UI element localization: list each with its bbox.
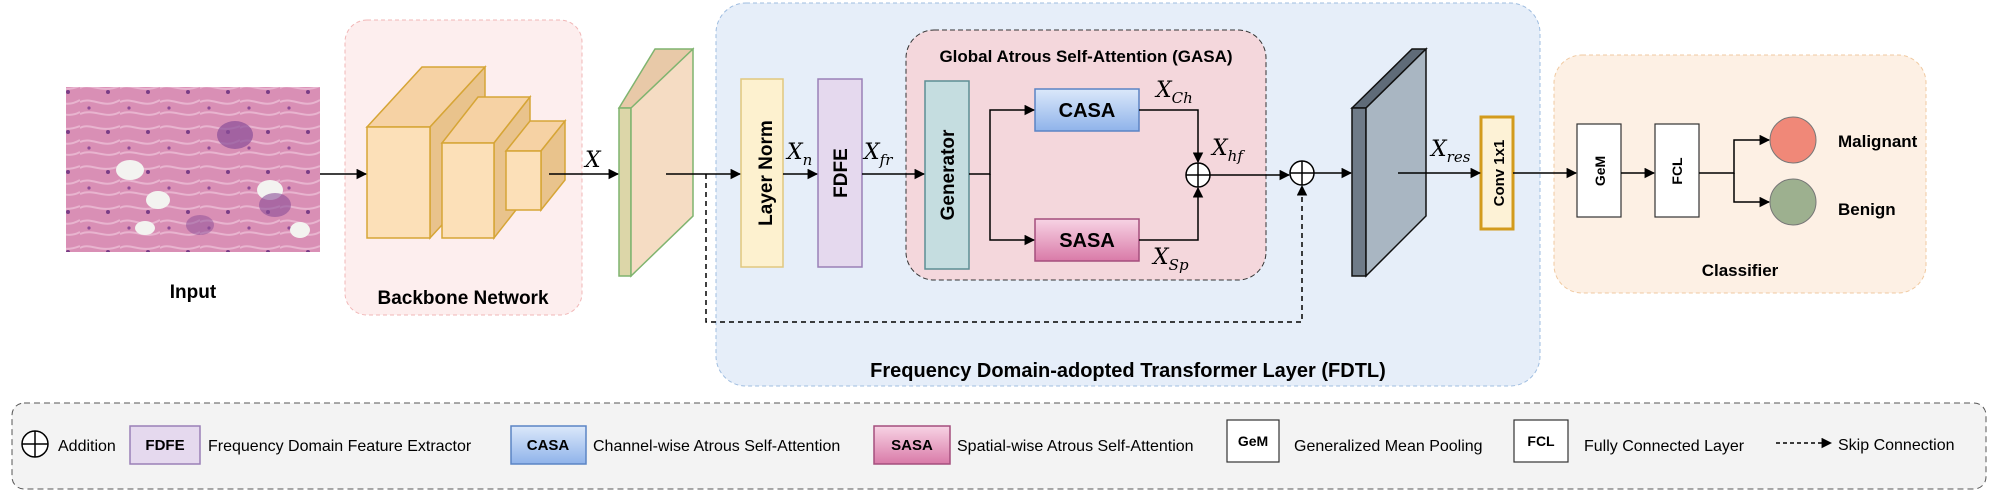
legend-fdfe-swatch [129,425,201,465]
generator-block [924,80,970,270]
classifier-region [1553,54,1927,294]
svg-text:Xn: Xn [785,140,812,169]
legend-box [11,402,1987,490]
legend-gem-swatch [1226,419,1280,463]
legend-casa-tag: CASA [527,437,570,454]
legend-addition: Addition [58,438,116,455]
x-sp-label: XSp [1151,245,1189,274]
legend-gem-tag: GeM [1238,433,1268,449]
x-label: X [583,148,602,173]
fdfe-block [817,78,863,268]
benign-label: Benign [1838,200,1896,219]
svg-text:Xres: Xres [1429,137,1471,166]
legend-sasa-swatch [873,425,951,465]
x-res-label: Xres [1429,137,1471,166]
gem-block [1576,123,1622,218]
classifier-label: Classifier [1702,261,1779,280]
x-hf-label: Xhf [1210,136,1245,165]
x-fr-label: Xfr [862,140,893,169]
gem-label: GeM [1592,156,1608,186]
legend-fdfe-tag: FDFE [145,437,184,454]
legend-gem-desc: Generalized Mean Pooling [1294,438,1483,455]
svg-text:XCh: XCh [1154,78,1193,107]
fcl-label: FCL [1669,157,1685,185]
flow-arrows [320,104,1771,246]
input-label: Input [170,282,217,303]
fdtl-output-block [1350,47,1428,278]
gasa-addition-node [1185,162,1211,188]
layer-norm-block [740,78,784,268]
fdfe-label: FDFE [831,148,852,198]
svg-text:Xfr: Xfr [862,140,893,169]
legend-fcl-desc: Fully Connected Layer [1584,438,1745,455]
legend-skip: Skip Connection [1838,437,1955,454]
malignant-node [1769,116,1817,164]
gasa-title: Global Atrous Self-Attention (GASA) [939,47,1232,66]
x-n-label: Xn [785,140,812,169]
legend-casa-desc: Channel-wise Atrous Self-Attention [593,438,840,455]
legend-sasa-desc: Spatial-wise Atrous Self-Attention [957,438,1194,455]
feature-map-x [617,47,695,278]
sasa-block [1034,218,1140,262]
casa-label: CASA [1059,100,1116,122]
fdtl-title: Frequency Domain-adopted Transformer Lay… [870,360,1386,382]
sasa-label: SASA [1059,230,1115,252]
legend-addition-icon [21,430,49,458]
generator-label: Generator [938,129,959,220]
legend-sasa-tag: SASA [891,437,933,454]
legend-fcl-swatch [1513,419,1569,463]
skip-connection-arrow [705,174,1308,323]
input-image [66,87,320,252]
legend-fcl-tag: FCL [1527,433,1555,449]
residual-addition-node [1289,160,1315,186]
benign-node [1769,178,1817,226]
fcl-block [1654,123,1700,218]
legend-fdfe-desc: Frequency Domain Feature Extractor [208,438,472,455]
svg-text:Xhf: Xhf [1210,136,1245,165]
casa-block [1034,88,1140,132]
malignant-label: Malignant [1838,132,1918,151]
gasa-region [905,29,1267,281]
svg-text:XSp: XSp [1151,245,1189,274]
x-ch-label: XCh [1154,78,1193,107]
layer-norm-label: Layer Norm [756,120,777,226]
legend-casa-swatch [510,425,587,465]
backbone-cube-small [504,118,567,213]
conv-label: Conv 1x1 [1491,140,1508,207]
backbone-label: Backbone Network [377,288,548,309]
